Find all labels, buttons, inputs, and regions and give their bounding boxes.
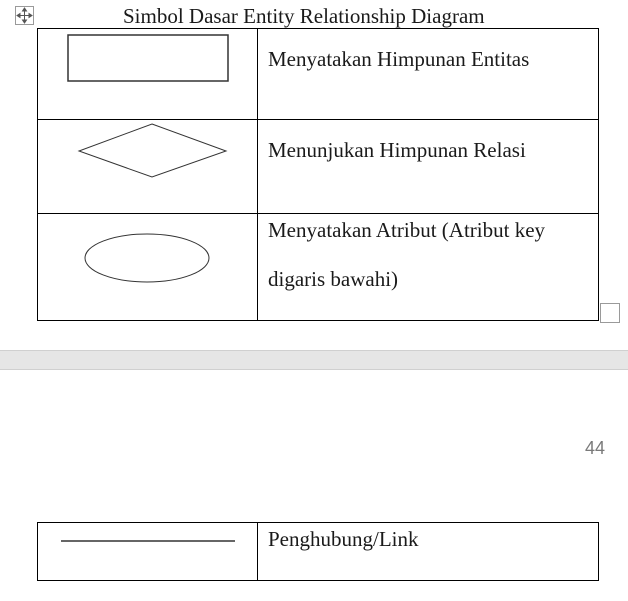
table-row: Penghubung/Link — [37, 522, 599, 581]
table-resize-handle[interactable] — [600, 303, 620, 323]
symbol-cell-attribute[interactable] — [37, 213, 258, 321]
description-cell[interactable]: Menyatakan Himpunan Entitas — [257, 28, 599, 120]
symbol-cell-link[interactable] — [37, 522, 258, 581]
description-cell[interactable]: Menunjukan Himpunan Relasi — [257, 119, 599, 214]
rectangle-symbol-icon — [67, 34, 229, 82]
erd-symbol-table-continued: Penghubung/Link — [37, 522, 599, 581]
diamond-symbol-icon — [77, 123, 228, 178]
table-row: Menyatakan Himpunan Entitas — [37, 28, 599, 120]
description-line: digaris bawahi) — [268, 267, 399, 291]
description-cell[interactable]: Penghubung/Link — [257, 522, 599, 581]
symbol-cell-relation[interactable] — [37, 119, 258, 214]
table-move-handle-icon[interactable] — [15, 6, 34, 25]
ellipse-symbol-icon — [84, 233, 210, 283]
symbol-cell-entity[interactable] — [37, 28, 258, 120]
table-row: Menunjukan Himpunan Relasi — [37, 119, 599, 214]
page-break-gap — [0, 350, 628, 370]
description-line: Menyatakan Atribut (Atribut key — [268, 218, 546, 242]
table-row: Menyatakan Atribut (Atribut key digaris … — [37, 213, 599, 321]
page-number: 44 — [585, 438, 606, 458]
table-caption: Simbol Dasar Entity Relationship Diagram — [123, 4, 485, 28]
erd-symbol-table: Menyatakan Himpunan Entitas Menunjukan H… — [37, 28, 599, 321]
line-symbol-icon — [61, 540, 235, 542]
description-cell[interactable]: Menyatakan Atribut (Atribut key digaris … — [257, 213, 599, 321]
